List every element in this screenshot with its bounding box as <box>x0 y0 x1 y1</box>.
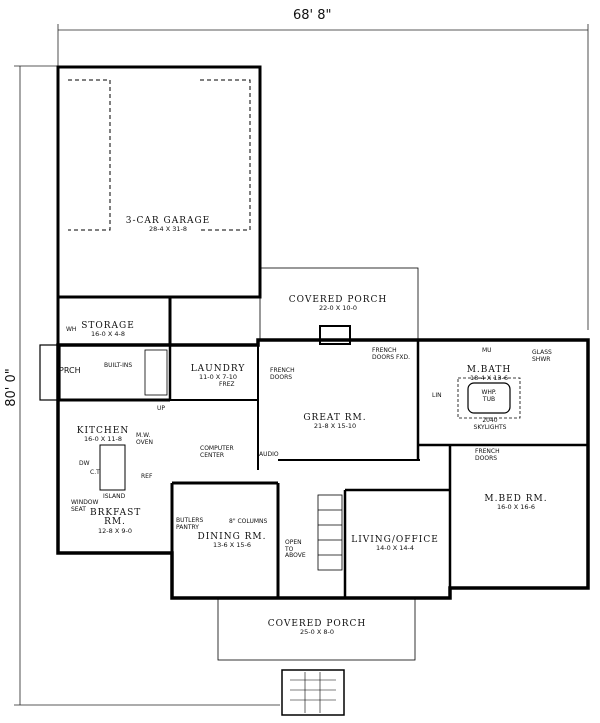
whirlpool-tub-label: WHP. TUB <box>481 389 497 403</box>
room-mbed: M.BED RM.16-0 X 16-6 <box>484 494 548 512</box>
open-to-above-label: OPEN TO ABOVE <box>285 539 306 560</box>
mw-oven-label: M.W. OVEN <box>136 432 154 446</box>
linen-label: LIN <box>432 392 442 399</box>
audio-label: AUDIO <box>259 451 279 458</box>
ct-label: C.T. <box>90 469 101 476</box>
frez-label: FREZ <box>219 381 235 388</box>
built-ins-label: BUILT-INS <box>104 362 133 369</box>
overall-depth: 80' 0" <box>3 368 19 407</box>
room-brkfast: BRKFAST RM.12-8 X 9-0 <box>90 508 142 535</box>
ref-label: REF <box>141 473 153 480</box>
skylights-label: 2040 SKYLIGHTS <box>473 417 507 431</box>
room-dining: DINING RM.13-6 X 15-6 <box>197 532 267 550</box>
french-doors-fxd-label: FRENCH DOORS FXD. <box>372 347 411 361</box>
walls <box>39 65 590 716</box>
window-seat-label: WINDOW SEAT <box>71 499 99 513</box>
glass-shower-label: GLASS SHWR <box>532 349 552 363</box>
porch-label: PRCH <box>59 366 81 375</box>
butlers-pantry-label: BUTLERS PANTRY <box>176 517 204 531</box>
dw-label: DW <box>79 460 90 467</box>
island-label: ISLAND <box>103 493 126 500</box>
columns-label: 8" COLUMNS <box>229 518 268 525</box>
wh-label: WH <box>66 326 77 333</box>
computer-center-label: COMPUTER CENTER <box>200 445 234 459</box>
french-doors-label: FRENCH DOORS <box>270 367 295 381</box>
up-label: UP <box>157 405 166 412</box>
room-great: GREAT RM.21-8 X 15-10 <box>303 413 367 431</box>
overall-width: 68' 8" <box>293 8 332 23</box>
mu-label: MU <box>482 347 492 354</box>
french-doors-bath-label: FRENCH DOORS <box>475 448 500 462</box>
dimension-lines <box>14 24 589 706</box>
